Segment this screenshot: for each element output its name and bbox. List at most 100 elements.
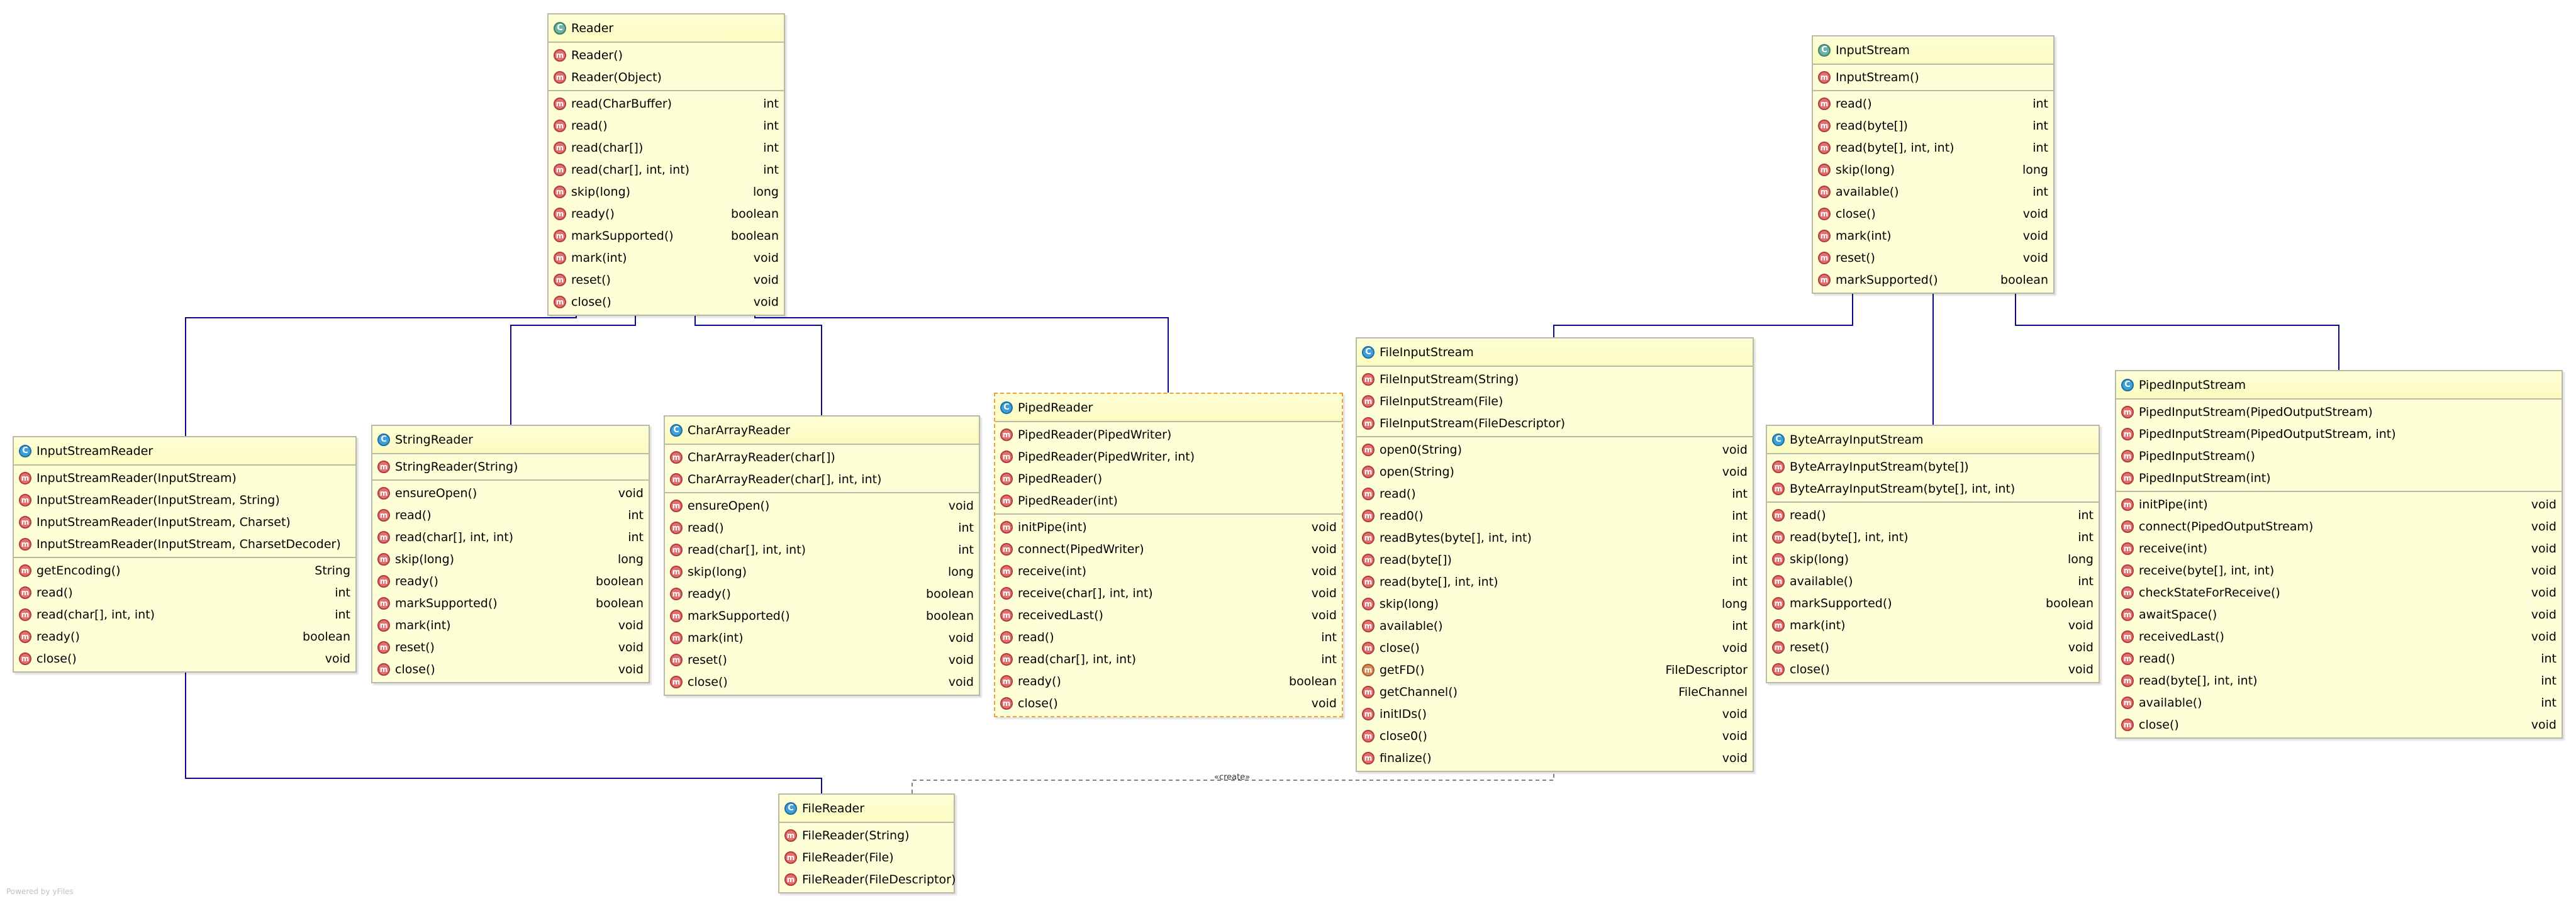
method-row[interactable]: mreadBytes(byte[], int, int)int: [1357, 527, 1753, 549]
method-row[interactable]: mready()boolean: [549, 203, 784, 225]
method-row[interactable]: mread(byte[], int, int)int: [2116, 669, 2562, 691]
class-header[interactable]: CPipedInputStream: [2116, 371, 2562, 398]
method-row[interactable]: mread(byte[])int: [1813, 115, 2053, 137]
method-row[interactable]: mmark(int)void: [549, 247, 784, 269]
method-row[interactable]: mreset()void: [372, 636, 649, 658]
class-box-inputstream[interactable]: CInputStreammInputStream()mread()intmrea…: [1812, 35, 2055, 294]
method-row[interactable]: mreset()void: [1813, 247, 2053, 269]
method-row[interactable]: mensureOpen()void: [372, 482, 649, 504]
method-row[interactable]: mmark(int)void: [372, 614, 649, 636]
method-row[interactable]: mskip(long)long: [665, 561, 979, 583]
class-header[interactable]: CFileInputStream: [1357, 339, 1753, 366]
class-header[interactable]: CInputStream: [1813, 36, 2053, 64]
method-row[interactable]: minitIDs()void: [1357, 703, 1753, 725]
method-row[interactable]: mreceivedLast()void: [995, 604, 1342, 626]
constructor-row[interactable]: mInputStreamReader(InputStream, Charset): [14, 511, 355, 533]
method-row[interactable]: mconnect(PipedOutputStream)void: [2116, 515, 2562, 537]
class-box-reader[interactable]: CReadermReader()mReader(Object)mread(Cha…: [547, 13, 785, 316]
constructor-row[interactable]: mPipedInputStream(): [2116, 445, 2562, 467]
class-header[interactable]: CPipedReader: [995, 394, 1342, 421]
constructor-row[interactable]: mPipedInputStream(PipedOutputStream): [2116, 401, 2562, 423]
constructor-row[interactable]: mPipedReader(PipedWriter): [995, 423, 1342, 445]
method-row[interactable]: mmark(int)void: [665, 627, 979, 649]
method-row[interactable]: mread(char[], int, int)int: [995, 648, 1342, 670]
method-row[interactable]: mreset()void: [665, 649, 979, 671]
class-header[interactable]: CInputStreamReader: [14, 437, 355, 464]
method-row[interactable]: mclose()void: [372, 658, 649, 680]
method-row[interactable]: mgetFD()FileDescriptor: [1357, 659, 1753, 681]
method-row[interactable]: mread(byte[], int, int)int: [1767, 526, 2099, 548]
method-row[interactable]: mclose()void: [665, 671, 979, 693]
constructor-row[interactable]: mFileInputStream(String): [1357, 368, 1753, 390]
constructor-row[interactable]: mReader(): [549, 44, 784, 66]
method-row[interactable]: mensureOpen()void: [665, 495, 979, 517]
method-row[interactable]: mread(CharBuffer)int: [549, 92, 784, 115]
method-row[interactable]: mskip(long)long: [372, 548, 649, 570]
constructor-row[interactable]: mPipedReader(int): [995, 490, 1342, 512]
method-row[interactable]: mread()int: [372, 504, 649, 526]
class-box-inputstreamreader[interactable]: CInputStreamReader mInputStreamReader(Inp…: [13, 436, 357, 673]
method-row[interactable]: mawaitSpace()void: [2116, 603, 2562, 625]
method-row[interactable]: mclose()void: [549, 291, 784, 313]
method-row[interactable]: mclose()void: [2116, 714, 2562, 736]
method-row[interactable]: mskip(long)long: [1813, 159, 2053, 181]
method-row[interactable]: mread(byte[], int, int)int: [1357, 571, 1753, 593]
method-row[interactable]: mread(byte[])int: [1357, 549, 1753, 571]
method-row[interactable]: mopen0(String)void: [1357, 439, 1753, 461]
method-row[interactable]: minitPipe(int)void: [2116, 493, 2562, 515]
method-row[interactable]: mclose()void: [1357, 637, 1753, 659]
method-row[interactable]: mready()boolean: [14, 625, 355, 647]
method-row[interactable]: mavailable()int: [2116, 691, 2562, 714]
method-row[interactable]: mread()int: [1767, 504, 2099, 526]
class-box-pipedreader[interactable]: CPipedReadermPipedReader(PipedWriter) mPi…: [994, 393, 1343, 717]
constructor-row[interactable]: mInputStreamReader(InputStream): [14, 467, 355, 489]
method-row[interactable]: mread()int: [2116, 647, 2562, 669]
method-row[interactable]: mready()boolean: [372, 570, 649, 592]
method-row[interactable]: mgetChannel()FileChannel: [1357, 681, 1753, 703]
method-row[interactable]: mconnect(PipedWriter)void: [995, 538, 1342, 560]
method-row[interactable]: mclose()void: [1767, 658, 2099, 680]
constructor-row[interactable]: mInputStream(): [1813, 66, 2053, 88]
constructor-row[interactable]: mStringReader(String): [372, 456, 649, 478]
class-box-filereader[interactable]: CFileReadermFileReader(String)mFileReade…: [778, 793, 956, 893]
constructor-row[interactable]: mInputStreamReader(InputStream, CharsetD…: [14, 533, 355, 555]
method-row[interactable]: mreceive(int)void: [2116, 537, 2562, 559]
method-row[interactable]: mavailable()int: [1813, 181, 2053, 203]
class-box-bytearrayinputstream[interactable]: CByteArrayInputStreammByteArrayInputStre…: [1766, 425, 2100, 683]
method-row[interactable]: mread()int: [665, 517, 979, 539]
method-row[interactable]: mclose()void: [1813, 203, 2053, 225]
method-row[interactable]: mskip(long)long: [549, 181, 784, 203]
constructor-row[interactable]: mInputStreamReader(InputStream, String): [14, 489, 355, 511]
method-row[interactable]: mopen(String)void: [1357, 461, 1753, 483]
constructor-row[interactable]: mByteArrayInputStream(byte[]): [1767, 456, 2099, 478]
class-header[interactable]: CCharArrayReader: [665, 417, 979, 444]
constructor-row[interactable]: mPipedReader(): [995, 467, 1342, 490]
method-row[interactable]: mmarkSupported()boolean: [1813, 269, 2053, 291]
constructor-row[interactable]: mPipedInputStream(PipedOutputStream, int…: [2116, 423, 2562, 445]
class-header[interactable]: CStringReader: [372, 426, 649, 453]
method-row[interactable]: mread(char[], int, int)int: [372, 526, 649, 548]
method-row[interactable]: mclose0()void: [1357, 725, 1753, 747]
method-row[interactable]: mread()int: [995, 626, 1342, 648]
method-row[interactable]: mreceive(char[], int, int)void: [995, 582, 1342, 604]
method-row[interactable]: mmarkSupported()boolean: [372, 592, 649, 614]
method-row[interactable]: mread(char[], int, int)int: [549, 159, 784, 181]
method-row[interactable]: mgetEncoding()String: [14, 559, 355, 581]
constructor-row[interactable]: mFileReader(FileDescriptor): [779, 868, 956, 890]
class-header[interactable]: CFileReader: [779, 795, 954, 822]
method-row[interactable]: mclose()void: [995, 692, 1342, 714]
method-row[interactable]: mread0()int: [1357, 505, 1753, 527]
method-row[interactable]: mavailable()int: [1767, 570, 2099, 592]
method-row[interactable]: mread(char[])int: [549, 137, 784, 159]
class-header[interactable]: CReader: [549, 14, 784, 42]
method-row[interactable]: mread()int: [549, 115, 784, 137]
method-row[interactable]: mcheckStateForReceive()void: [2116, 581, 2562, 603]
constructor-row[interactable]: mFileInputStream(File): [1357, 390, 1753, 412]
constructor-row[interactable]: mByteArrayInputStream(byte[], int, int): [1767, 478, 2099, 500]
method-row[interactable]: mreset()void: [549, 269, 784, 291]
constructor-row[interactable]: mCharArrayReader(char[]): [665, 446, 979, 468]
method-row[interactable]: mmark(int)void: [1813, 225, 2053, 247]
method-row[interactable]: mclose()void: [14, 647, 355, 669]
class-box-chararrayreader[interactable]: CCharArrayReadermCharArrayReader(char[])…: [664, 415, 980, 696]
method-row[interactable]: mreceive(int)void: [995, 560, 1342, 582]
